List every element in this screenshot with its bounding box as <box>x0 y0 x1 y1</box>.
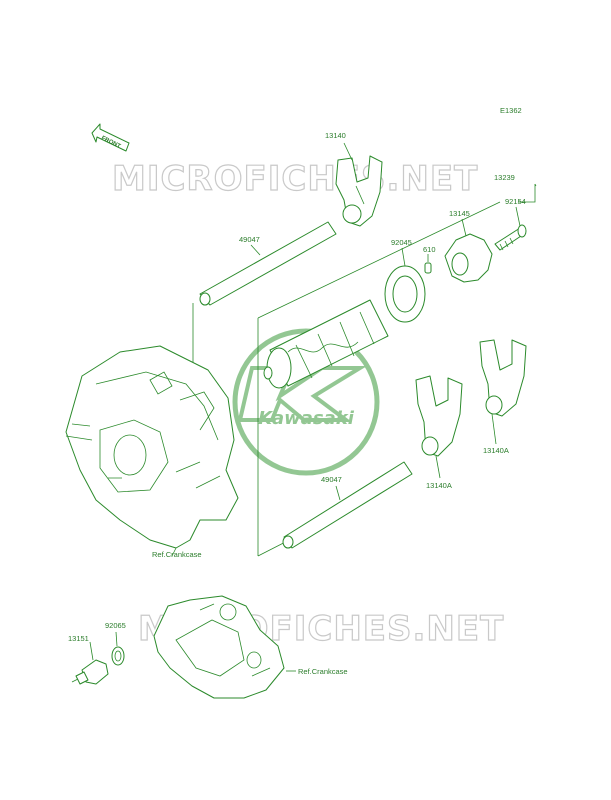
shift-fork-center <box>415 375 463 457</box>
label-pin: 610 <box>423 245 436 254</box>
watermark-top: MICROFICHES.NET <box>112 159 478 199</box>
label-fork-center: 13140A <box>426 481 452 490</box>
label-fork-right: 13140A <box>483 446 509 455</box>
shift-rod-upper <box>199 221 337 306</box>
label-o-ring: 92065 <box>105 621 126 630</box>
label-crankcase-lower: Ref.Crankcase <box>298 667 348 676</box>
crankcase-lower <box>153 595 285 699</box>
label-neutral-switch: 13151 <box>68 634 89 643</box>
label-shift-rod-lower: 49047 <box>321 475 342 484</box>
drum-cam <box>444 233 493 283</box>
kawasaki-logo-icon: Kawasaki <box>232 328 380 476</box>
shift-rod-lower <box>282 461 413 549</box>
shift-drum <box>263 299 389 389</box>
brand-logo-text: Kawasaki <box>258 408 355 429</box>
shift-fork-right <box>479 339 527 417</box>
label-crankcase-upper: Ref.Crankcase <box>152 550 202 559</box>
front-arrow-icon: FRONT <box>91 123 130 152</box>
label-bearing: 92045 <box>391 238 412 247</box>
label-shift-rod-upper: 49047 <box>239 235 260 244</box>
crankcase-upper <box>65 345 239 549</box>
label-fork-top: 13140 <box>325 131 346 140</box>
bearing <box>384 265 426 323</box>
label-drum-assembly: 13239 <box>494 173 515 182</box>
label-bolt: 92154 <box>505 197 526 206</box>
pin <box>424 262 432 274</box>
bolt <box>494 224 527 251</box>
label-drum-cam: 13145 <box>449 209 470 218</box>
diagram-code: E1362 <box>500 106 522 115</box>
shift-fork-top <box>335 155 383 227</box>
o-ring <box>111 646 125 666</box>
neutral-switch <box>71 659 109 685</box>
